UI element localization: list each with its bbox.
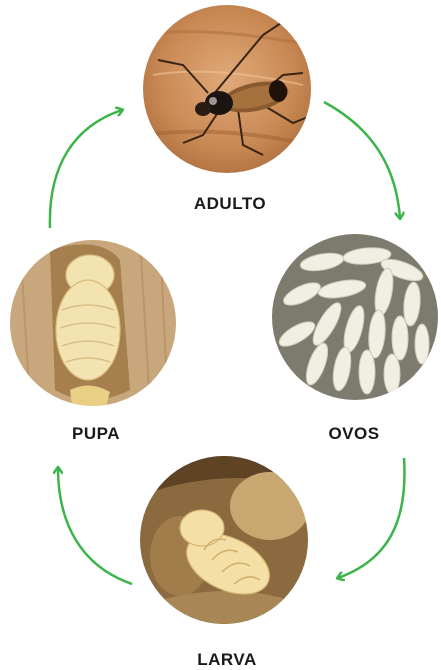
stage-label-larva: LARVA xyxy=(167,650,287,670)
arrow-adult-to-eggs xyxy=(324,102,400,218)
eggs-photo xyxy=(272,234,438,400)
stage-label-eggs: OVOS xyxy=(294,424,414,444)
beetle-photo xyxy=(143,5,311,173)
arrow-larva-to-pupa xyxy=(58,468,132,584)
larva-photo xyxy=(140,456,308,624)
pupa-photo xyxy=(10,240,176,406)
stage-label-adult: ADULTO xyxy=(170,194,290,214)
stage-label-pupa: PUPA xyxy=(36,424,156,444)
arrow-pupa-to-adult xyxy=(50,110,122,228)
arrow-eggs-to-larva xyxy=(338,458,404,578)
